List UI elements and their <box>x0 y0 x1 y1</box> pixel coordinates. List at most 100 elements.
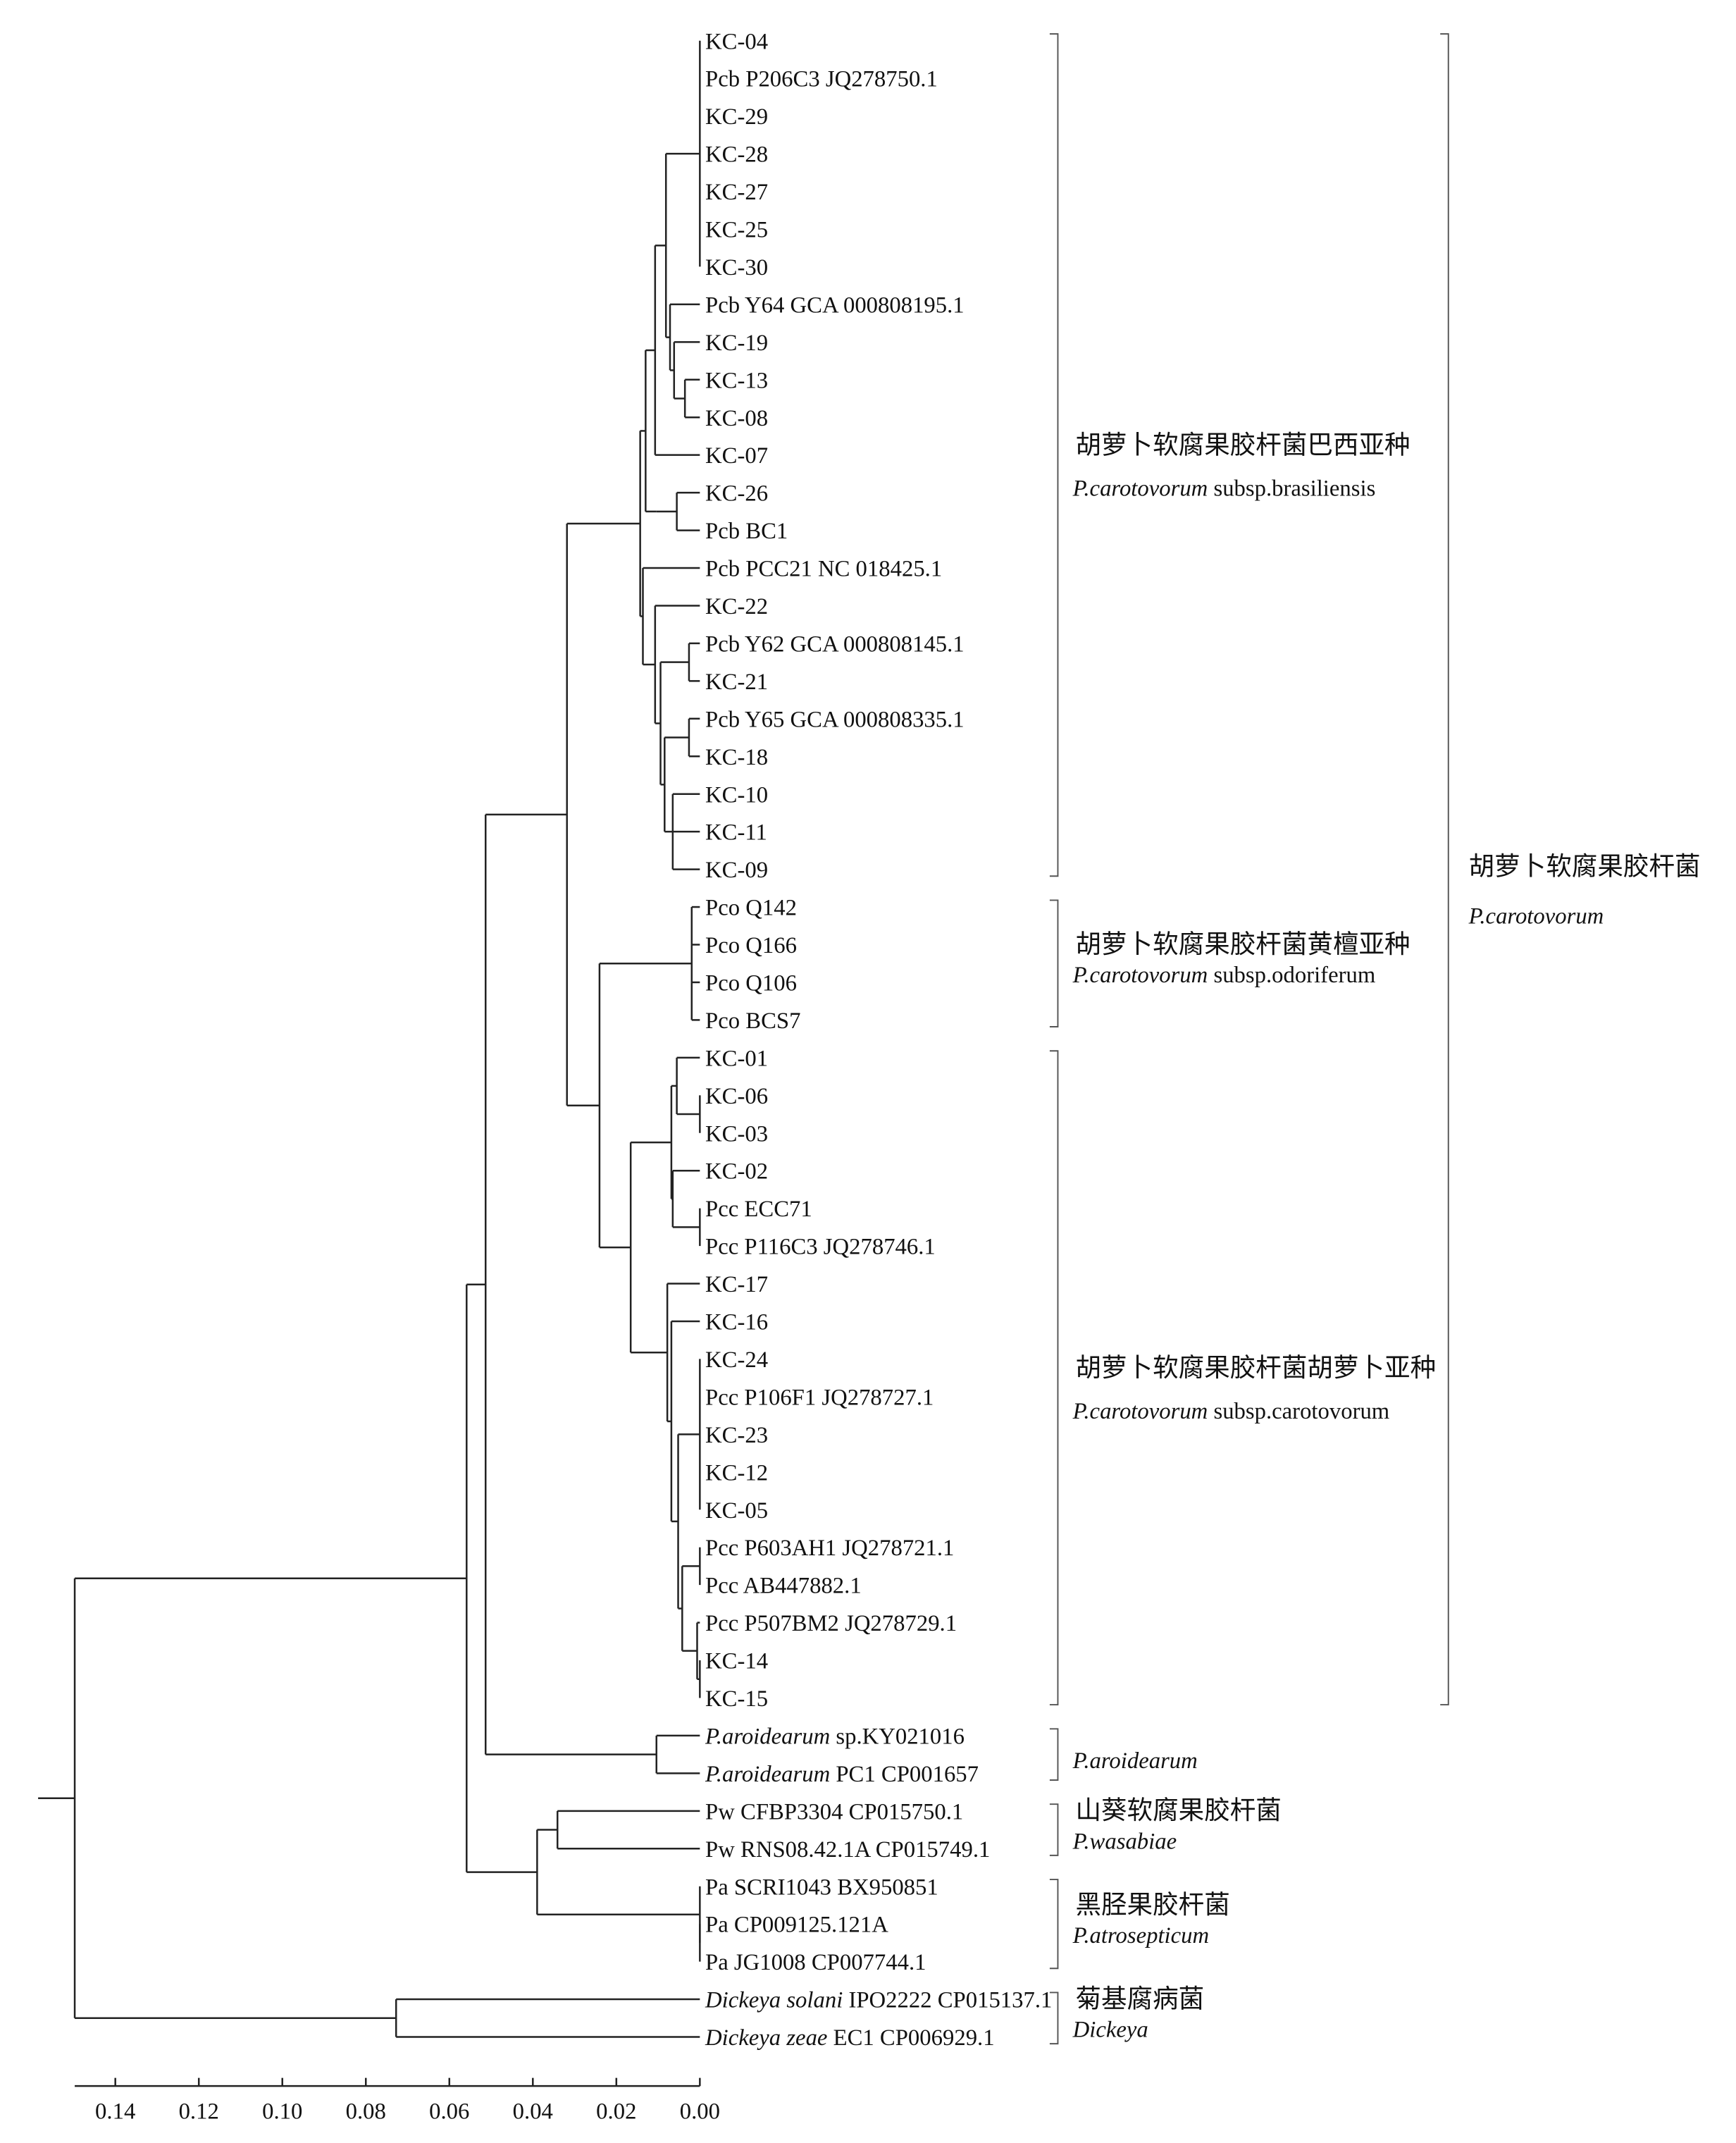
leaf-text: KC-27 <box>705 180 768 205</box>
leaf-label: KC-05 <box>705 1498 768 1524</box>
leaf-label: KC-27 <box>705 180 768 205</box>
group-latin-name: P.carotovorum subsp.carotovorum <box>1072 1399 1390 1424</box>
leaf-text: Pcb PCC21 NC 018425.1 <box>705 557 942 582</box>
group-latin-name: P.carotovorum subsp.odoriferum <box>1072 963 1376 988</box>
leaf-label: KC-04 <box>705 29 768 54</box>
leaf-text: Pcb Y65 GCA 000808335.1 <box>705 707 965 732</box>
bracket <box>1049 1050 1059 1706</box>
leaf-label: Pcc P106F1 JQ278727.1 <box>705 1385 934 1410</box>
leaf-label: Pw RNS08.42.1A CP015749.1 <box>705 1837 990 1863</box>
leaf-label: Pa CP009125.121A <box>705 1913 888 1938</box>
bracket <box>1049 899 1059 1027</box>
leaf-text: Pcb BC1 <box>705 519 788 544</box>
group-latin-name: Dickeya <box>1072 2018 1148 2043</box>
leaf-text: KC-01 <box>705 1046 768 1071</box>
leaf-label: KC-03 <box>705 1121 768 1147</box>
leaf-text: Pco Q142 <box>705 896 797 921</box>
leaf-text: PC1 CP001657 <box>830 1762 979 1787</box>
group-latin-name: P.wasabiae <box>1072 1829 1177 1854</box>
leaf-label: Pa SCRI1043 BX950851 <box>705 1875 938 1900</box>
leaf-text: KC-25 <box>705 218 768 243</box>
leaf-text: KC-08 <box>705 406 768 431</box>
leaf-text: Pa CP009125.121A <box>705 1913 888 1938</box>
leaf-text: Pcc P603AH1 JQ278721.1 <box>705 1536 954 1561</box>
group-chinese-name: 菊基腐病菌 <box>1075 1984 1204 2013</box>
axis-tick-label: 0.14 <box>95 2099 135 2124</box>
bracket <box>1049 1879 1059 1970</box>
leaf-text: KC-21 <box>705 669 768 695</box>
leaf-label: KC-02 <box>705 1159 768 1185</box>
group-chinese-name: 胡萝卜软腐果胶杆菌巴西亚种 <box>1075 431 1410 459</box>
axis-tick-label: 0.12 <box>179 2099 219 2124</box>
group-chinese-name: 山葵软腐果胶杆菌 <box>1075 1796 1281 1824</box>
group-chinese-name: 胡萝卜软腐果胶杆菌黄檀亚种 <box>1075 930 1410 958</box>
species-chinese-name: 胡萝卜软腐果胶杆菌 <box>1469 851 1701 880</box>
leaf-label: Pcb Y65 GCA 000808335.1 <box>705 707 965 732</box>
leaf-label: Pcb P206C3 JQ278750.1 <box>705 67 938 92</box>
leaf-text: KC-26 <box>705 481 768 507</box>
leaf-text: KC-06 <box>705 1084 768 1109</box>
leaf-label: KC-14 <box>705 1649 768 1674</box>
leaf-label: Pcc ECC71 <box>705 1197 812 1222</box>
leaf-label: KC-11 <box>705 820 767 846</box>
leaf-label: KC-28 <box>705 142 768 168</box>
leaf-text: KC-05 <box>705 1498 768 1524</box>
leaf-label: KC-30 <box>705 255 768 280</box>
leaf-text: KC-30 <box>705 255 768 280</box>
leaf-text: Pcc ECC71 <box>705 1197 812 1222</box>
leaf-label: KC-06 <box>705 1084 768 1109</box>
axis-tick-label: 0.00 <box>680 2099 720 2124</box>
leaf-label: Pcc P116C3 JQ278746.1 <box>705 1235 936 1260</box>
bracket <box>1440 33 1449 1706</box>
leaf-text: Pw RNS08.42.1A CP015749.1 <box>705 1837 990 1863</box>
leaf-text: Pa JG1008 CP007744.1 <box>705 1950 926 1975</box>
leaf-text: KC-18 <box>705 745 768 770</box>
leaf-text: Pco BCS7 <box>705 1008 800 1034</box>
leaf-text: KC-23 <box>705 1423 768 1448</box>
leaf-label: KC-22 <box>705 594 768 619</box>
leaf-label: KC-29 <box>705 104 768 130</box>
leaf-text: Pw CFBP3304 CP015750.1 <box>705 1799 963 1824</box>
leaf-text: KC-13 <box>705 368 768 393</box>
leaf-label: KC-13 <box>705 368 768 393</box>
leaf-label: Dickeya zeae EC1 CP006929.1 <box>705 2025 995 2051</box>
leaf-text: Pcc P106F1 JQ278727.1 <box>705 1385 934 1410</box>
leaf-label: KC-23 <box>705 1423 768 1448</box>
species-latin-name: P.carotovorum <box>1468 904 1604 930</box>
leaf-text: KC-07 <box>705 443 768 469</box>
axis-tick-label: 0.06 <box>429 2099 469 2124</box>
group-latin-name: P.atrosepticum <box>1072 1923 1209 1949</box>
leaf-text: KC-04 <box>705 29 768 54</box>
leaf-label: Pco Q106 <box>705 971 797 996</box>
leaf-text: KC-10 <box>705 782 768 808</box>
leaf-label: Pcb Y64 GCA 000808195.1 <box>705 292 965 318</box>
leaf-text: KC-22 <box>705 594 768 619</box>
leaf-italic-name: Dickeya zeae <box>705 2025 827 2051</box>
leaf-label: Pco Q166 <box>705 933 797 958</box>
leaf-text: KC-29 <box>705 104 768 130</box>
leaf-label: Pcc P603AH1 JQ278721.1 <box>705 1536 954 1561</box>
leaf-label: Pcb BC1 <box>705 519 788 544</box>
leaf-text: sp.KY021016 <box>830 1724 965 1749</box>
leaf-text: EC1 CP006929.1 <box>827 2025 994 2051</box>
leaf-label: KC-26 <box>705 481 768 507</box>
tree-branches <box>38 40 701 2038</box>
leaf-text: Pco Q166 <box>705 933 797 958</box>
leaf-label: KC-01 <box>705 1046 768 1071</box>
leaf-text: KC-28 <box>705 142 768 168</box>
leaf-label: KC-16 <box>705 1310 768 1335</box>
leaf-text: Pcb P206C3 JQ278750.1 <box>705 67 938 92</box>
bracket <box>1049 1728 1059 1781</box>
group-chinese-name: 胡萝卜软腐果胶杆菌胡萝卜亚种 <box>1075 1353 1436 1382</box>
leaf-label: P.aroidearum sp.KY021016 <box>705 1724 965 1749</box>
leaf-label: KC-09 <box>705 858 768 883</box>
leaf-label: KC-08 <box>705 406 768 431</box>
leaf-label: Pw CFBP3304 CP015750.1 <box>705 1799 963 1824</box>
leaf-label: Pco Q142 <box>705 896 797 921</box>
axis-tick-label: 0.08 <box>346 2099 386 2124</box>
leaf-text: Pcc P116C3 JQ278746.1 <box>705 1235 936 1260</box>
leaf-label: Dickeya solani IPO2222 CP015137.1 <box>705 1988 1052 2013</box>
